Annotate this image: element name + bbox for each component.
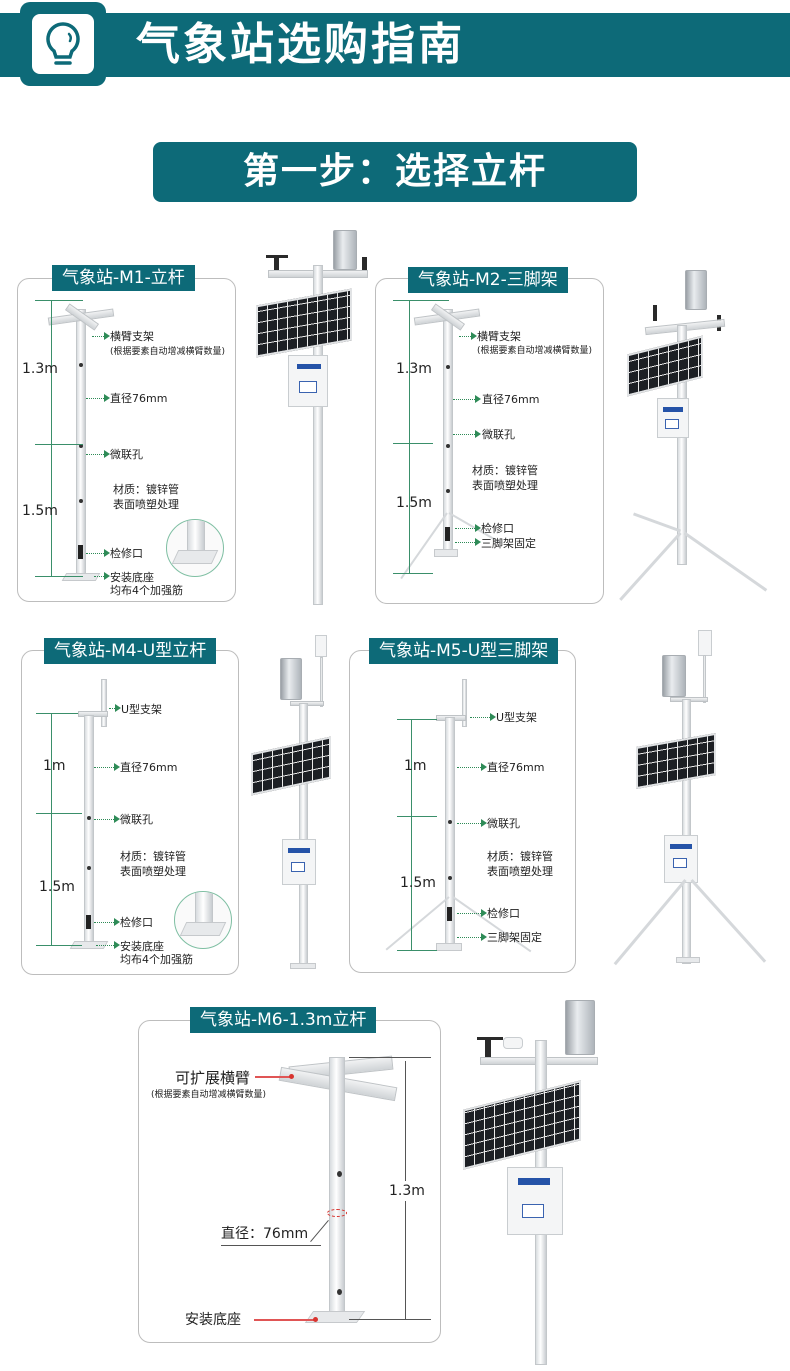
station-render-m5 xyxy=(598,625,790,980)
model-card-m6: 1.3m 可扩展横臂 (根据要素自动增减横臂数量) 直径：76mm 安装底座 xyxy=(138,1020,441,1343)
tripod-leg xyxy=(400,512,448,580)
label-crossarm: 横臂支架 xyxy=(110,330,154,343)
label-diameter: 直径76mm xyxy=(110,392,168,405)
lightbulb-icon xyxy=(46,22,80,65)
access-port xyxy=(78,545,83,559)
label-material-2: 表面喷塑处理 xyxy=(113,498,179,511)
base-detail-circle xyxy=(166,519,224,577)
model-card-m1: 1.3m 1.5m 横臂支架 (根据要素自动增减横臂数量) 直径76mm 微联孔… xyxy=(17,278,236,602)
label-crossarm: 可扩展横臂 xyxy=(175,1069,251,1087)
model-card-m4: 1m 1.5m U型支架 直径76mm 微联孔 材质：镀锌管 表面喷塑处理 检修… xyxy=(21,650,239,975)
logger-box xyxy=(288,355,328,407)
station-render-m6 xyxy=(455,995,598,1365)
anemometer xyxy=(362,257,367,275)
model-title-m6: 气象站-M6-1.3m立杆 xyxy=(190,1007,377,1033)
station-render-m4 xyxy=(248,633,343,973)
pole xyxy=(329,1057,345,1317)
solar-panel xyxy=(256,288,352,358)
label-coupling-hole: 微联孔 xyxy=(110,448,143,461)
solar-panel xyxy=(463,1080,581,1170)
station-render-m2 xyxy=(605,265,790,610)
weather-shield xyxy=(315,635,327,657)
label-base-1: 安装底座 xyxy=(110,571,154,584)
dim-height: 1.3m xyxy=(389,1181,425,1201)
rain-gauge xyxy=(333,230,357,270)
logger-box xyxy=(507,1167,563,1235)
page-title: 气象站选购指南 xyxy=(136,19,465,70)
header-banner xyxy=(0,13,790,77)
mount-base xyxy=(61,573,101,581)
label-base-2: 均布4个加强筋 xyxy=(110,584,183,597)
model-title-m4: 气象站-M4-U型立杆 xyxy=(44,638,217,664)
model-title-m5: 气象站-M5-U型三脚架 xyxy=(369,638,559,664)
dim-lower: 1.5m xyxy=(22,503,58,519)
station-render-m1 xyxy=(248,225,372,610)
label-base: 安装底座 xyxy=(185,1312,241,1328)
dim-upper: 1.3m xyxy=(22,361,58,377)
pole xyxy=(76,309,86,577)
model-title-m2: 气象站-M2-三脚架 xyxy=(408,267,568,293)
step-heading: 第一步：选择立杆 xyxy=(153,142,637,202)
model-card-m5: 1m 1.5m U型支架 直径76mm 微联孔 材质：镀锌管 表面喷塑处理 检修… xyxy=(349,650,576,973)
model-card-m2: 1.3m 1.5m 横臂支架 (根据要素自动增减横臂数量) 直径76mm 微联孔… xyxy=(375,278,604,604)
label-diameter: 直径：76mm xyxy=(221,1223,321,1246)
label-crossarm-note: (根据要素自动增减横臂数量) xyxy=(110,347,226,357)
model-title-m1: 气象站-M1-立杆 xyxy=(52,265,195,291)
label-material-1: 材质：镀锌管 xyxy=(113,483,179,496)
header-icon-box xyxy=(20,2,106,86)
label-access-port: 检修口 xyxy=(110,547,143,560)
wind-vane xyxy=(274,255,279,275)
label-crossarm-note: (根据要素自动增减横臂数量) xyxy=(151,1090,267,1100)
